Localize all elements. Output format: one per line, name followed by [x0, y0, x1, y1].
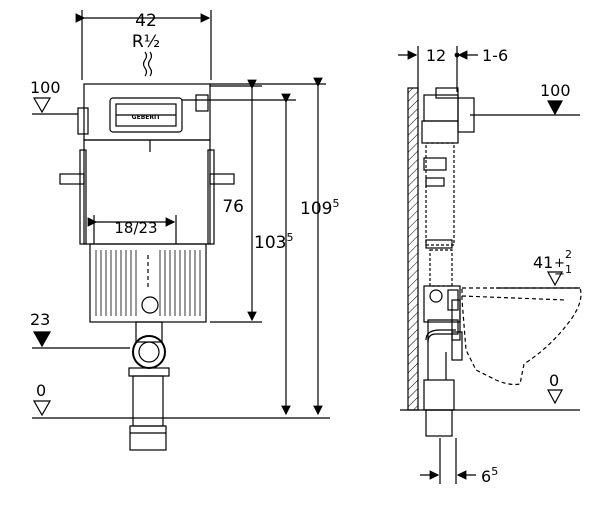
height-b-main: 103	[254, 233, 286, 253]
side-bracket-left	[77, 107, 89, 135]
side-level-marker-41	[496, 271, 580, 289]
front-view	[32, 10, 330, 451]
drain-pipe	[128, 296, 170, 451]
side-cistern-top	[423, 94, 459, 122]
bowl-tol-down: 1	[565, 263, 572, 276]
depth-label: 65	[481, 465, 498, 486]
adjust-label: 1-6	[482, 46, 508, 65]
side-floor-label: 0	[549, 371, 559, 390]
height-a-label: 76	[222, 197, 244, 217]
panel-ribs	[95, 250, 201, 316]
water-inlet-icon	[142, 51, 153, 77]
wall-bracket-left	[59, 173, 85, 185]
level-marker-100	[32, 97, 78, 115]
floor-line-side	[400, 389, 580, 411]
side-level-marker-100	[470, 100, 580, 116]
depth-dimension	[420, 438, 476, 484]
level-mid-label: 23	[30, 310, 50, 329]
height-b-sup: 5	[286, 231, 293, 244]
bowl-height-label: 41	[533, 253, 553, 272]
depth-main: 6	[481, 467, 491, 486]
width-label: 42	[135, 11, 157, 31]
wall	[407, 87, 419, 411]
bowl-tol-sign-minus: −	[554, 267, 565, 282]
width-dimension	[75, 10, 212, 80]
height-1035-dimension	[182, 93, 296, 416]
level-floor-label: 0	[36, 381, 46, 400]
bowl-tol-up: 2	[565, 248, 572, 261]
bowl-tol-sign-plus: +	[554, 256, 565, 271]
wall-offset-label: 12	[426, 46, 446, 65]
height-b-label: 1035	[254, 231, 293, 253]
height-c-main: 109	[300, 199, 332, 219]
floor-line-front	[32, 400, 330, 419]
height-c-label: 1095	[300, 197, 339, 219]
side-view	[398, 46, 582, 484]
side-level-top-label: 100	[540, 81, 571, 100]
level-top-label: 100	[30, 78, 61, 97]
water-inlet-label: R½	[132, 32, 160, 52]
side-drain-elbow	[423, 319, 463, 437]
brand-text: GEBERIT	[132, 114, 162, 121]
wall-offset-dimension	[398, 46, 478, 92]
side-bracket	[423, 157, 447, 171]
top-bracket-right	[195, 94, 209, 112]
toilet-bowl-outline	[461, 287, 582, 386]
inner-span-dimension	[87, 215, 177, 244]
actuator-plate	[109, 97, 183, 133]
bowl-height-main: 41	[533, 253, 553, 272]
inner-span-label: 18/23	[114, 219, 157, 237]
height-c-sup: 5	[332, 197, 339, 210]
wall-bracket-right	[209, 173, 235, 185]
height-1095-dimension	[210, 77, 326, 416]
level-marker-23	[32, 331, 130, 349]
depth-sup: 5	[491, 465, 498, 478]
height-76-dimension	[210, 79, 262, 323]
